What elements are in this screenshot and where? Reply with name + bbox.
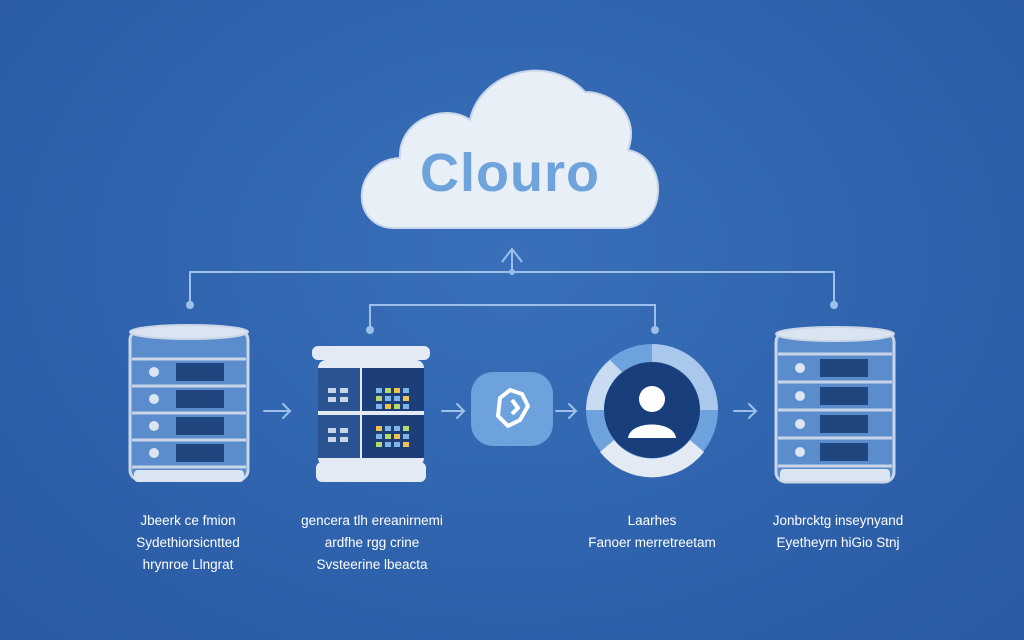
caption-dashboard: gencera tlh ereanirnemi ardfhe rgg crine…	[262, 510, 482, 576]
server-right-icon	[774, 326, 896, 484]
caption-line: ardfhe rgg crine	[324, 535, 420, 550]
arrow-right-icon	[263, 403, 292, 419]
cloud-icon	[360, 69, 660, 229]
monitor-dashboard-icon	[312, 346, 430, 482]
caption-line: gencera tlh ereanirnemi	[301, 513, 443, 528]
caption-line: Fanoer merretreetam	[588, 535, 716, 550]
caption-line: Sydethiorsicntted	[136, 535, 240, 550]
caption-user: Laarhes Fanoer merretreetam	[542, 510, 762, 554]
caption-line: Eyetheyrn hiGio Stnj	[776, 535, 900, 550]
cloud-title: Clouro	[420, 143, 600, 203]
caption-line: Jonbrcktg inseynyand	[772, 513, 904, 528]
arrow-right-icon	[555, 403, 578, 419]
arrow-right-icon	[441, 403, 466, 419]
caption-line: Jbeerk ce fmion	[140, 513, 236, 528]
caption-line: Laarhes	[627, 513, 677, 528]
connector-lines	[186, 247, 838, 334]
caption-server-right: Jonbrcktg inseynyand Eyetheyrn hiGio Stn…	[728, 510, 948, 554]
caption-server-left: Jbeerk ce fmion Sydethiorsicntted hrynro…	[78, 510, 298, 576]
user-icon	[586, 344, 718, 478]
server-left-icon	[128, 324, 250, 482]
caption-line: hrynroe Llngrat	[142, 557, 234, 572]
arrow-right-icon	[733, 403, 758, 419]
connector-hub-icon	[471, 372, 553, 446]
caption-line: Svsteerine lbeacta	[316, 557, 428, 572]
